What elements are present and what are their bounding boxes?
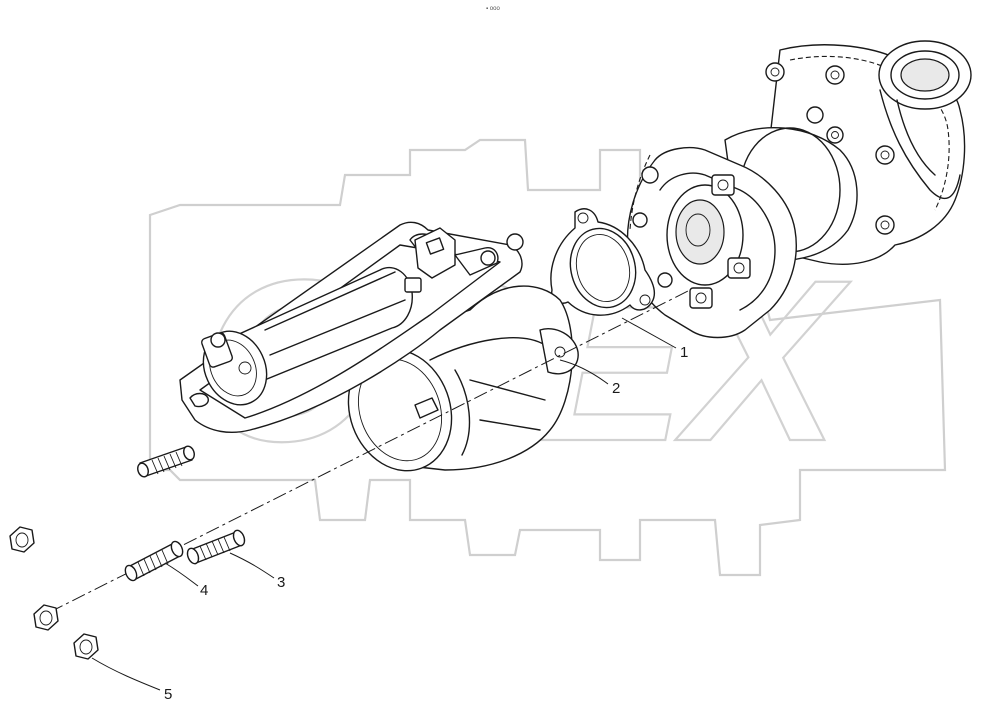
gasket xyxy=(550,208,656,316)
exhaust-elbow-assembly xyxy=(179,221,579,472)
callout-2: 2 xyxy=(559,359,620,397)
callout-1: 1 xyxy=(621,317,688,361)
nut-left-top xyxy=(9,526,35,553)
stud-upper xyxy=(137,445,195,478)
top-mark: ▪ ooo xyxy=(486,6,500,12)
stud-item-4 xyxy=(124,540,184,582)
callout-label-4: 4 xyxy=(200,582,208,599)
callout-3: 3 xyxy=(229,552,285,591)
callout-label-5: 5 xyxy=(164,686,172,703)
nut-item-5 xyxy=(73,633,99,660)
callout-label-3: 3 xyxy=(277,574,285,591)
turbine-flange-bolts xyxy=(632,166,751,309)
stud-item-3 xyxy=(186,529,246,565)
compressor-bolts xyxy=(765,62,895,235)
callout-label-2: 2 xyxy=(612,380,620,397)
callout-4: 4 xyxy=(164,562,208,599)
callout-label-1: 1 xyxy=(680,344,688,361)
nut-left-middle xyxy=(33,604,59,631)
turbocharger xyxy=(626,40,972,339)
callout-5: 5 xyxy=(91,657,172,703)
